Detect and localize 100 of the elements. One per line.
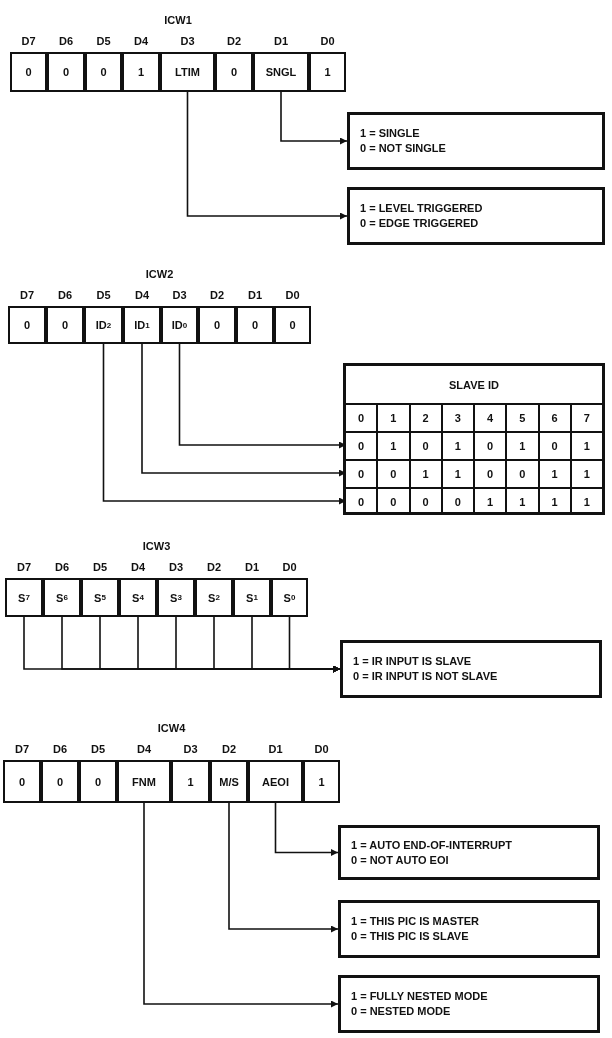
value-meaning-text: 1 = LEVEL TRIGGERED [360,201,484,216]
id-bit-value: 0 [505,461,538,487]
bit-number: D2 [220,743,238,755]
table-row [346,459,602,487]
bit-number: D5 [91,561,109,573]
bit-number: D0 [313,743,330,755]
id-bit-value: 0 [376,489,409,515]
bit-field: 1 [303,760,340,803]
bit-number: D2 [205,561,223,573]
id-bit-value: 1 [569,489,602,515]
value-meaning-text: 1 = AUTO END-OF-INTERRUPT [351,837,514,853]
table-row [346,487,602,515]
bit-number: D3 [171,289,188,301]
bit-field: LTIM [160,52,215,92]
description-box [347,187,605,245]
bit-field: FNM [117,760,171,803]
column-number: 6 [537,405,570,431]
arrow [143,802,339,1008]
description-box [338,975,600,1033]
bit-number: D3 [179,35,196,47]
id-bit-value: 0 [357,495,366,510]
value-meaning-text: 1 = FULLY NESTED MODE [351,989,489,1004]
value-meaning-text: 1 = SINGLE [360,126,421,141]
bit-number: D0 [281,561,298,573]
column-number: 0 [357,411,366,426]
bit-number: D2 [225,35,243,47]
arrow [228,802,339,933]
bit-field: 0 [46,306,84,344]
bit-number: D6 [51,743,69,755]
bit-number: D3 [182,743,199,755]
bit-field: 0 [236,306,274,344]
bit-number: D6 [56,289,74,301]
arrow [288,616,341,673]
id-bit-value: 1 [569,461,602,487]
bit-number: D1 [246,289,264,301]
bit-field: 0 [47,52,85,92]
bit-number: D7 [13,743,31,755]
bit-field: 0 [198,306,236,344]
value-meaning-text: 0 = IR INPUT IS NOT SLAVE [353,669,499,684]
bit-number: D7 [20,35,37,47]
bit-field: 0 [274,306,311,344]
bit-field: 1 [171,760,210,803]
bit-field: 0 [10,52,47,92]
column-number: 4 [473,405,506,431]
bit-number: D1 [267,743,284,755]
value-meaning-text: 1 = THIS PIC IS MASTER [351,914,481,929]
value-meaning-text: 0 = NOT SINGLE [360,141,447,156]
bit-field: AEOI [248,760,303,803]
bit-field: 0 [8,306,46,344]
id-bit-value: 1 [473,489,506,515]
bit-field: 0 [215,52,253,92]
bit-number: D2 [208,289,226,301]
id-bit-value: 1 [376,433,409,459]
bit-number: D1 [272,35,290,47]
bit-number: D4 [133,289,151,301]
bit-number: D0 [319,35,336,47]
bit-number: D4 [135,743,153,755]
bit-number: D5 [89,743,107,755]
bit-number: D3 [167,561,185,573]
id-bit-value: 0 [473,433,506,459]
bit-field: M/S [210,760,248,803]
id-bit-value: 0 [408,489,441,515]
register-title: ICW4 [156,722,187,734]
bit-number: D7 [15,561,33,573]
id-bit-value: 0 [357,467,366,482]
id-bit-value: 0 [473,461,506,487]
bit-field: 0 [79,760,117,803]
id-bit-value: 1 [569,433,602,459]
value-meaning-text: 0 = NOT AUTO EOI [351,852,450,868]
id-bit-value: 1 [408,461,441,487]
description-box [340,640,602,698]
column-number: 5 [505,405,538,431]
id-bit-value: 1 [537,461,570,487]
id-bit-value: 1 [537,489,570,515]
description-box [338,900,600,958]
bit-number: D5 [95,35,112,47]
bit-field: 0 [85,52,122,92]
register-title: ICW2 [144,268,175,280]
column-number: 7 [569,405,602,431]
register-title: ICW1 [163,14,193,26]
id-bit-value: 0 [440,489,473,515]
column-number: 3 [440,405,473,431]
description-box [338,825,600,880]
arrow [280,91,348,145]
value-meaning-text: 0 = THIS PIC IS SLAVE [351,929,470,944]
bit-number: D6 [53,561,71,573]
bit-number: D4 [132,35,150,47]
id-bit-value: 0 [408,433,441,459]
value-meaning-text: 0 = EDGE TRIGGERED [360,216,480,231]
slave-id-table [343,363,605,515]
table-row [346,431,602,459]
bit-field: 0 [41,760,79,803]
bit-number: D0 [284,289,301,301]
bit-field: 1 [122,52,160,92]
id-bit-value: 0 [537,433,570,459]
value-meaning-text: 0 = NESTED MODE [351,1004,452,1019]
id-bit-value: 0 [376,461,409,487]
bit-field: 1 [309,52,346,92]
id-bit-value: 1 [505,489,538,515]
id-bit-value: 1 [505,433,538,459]
